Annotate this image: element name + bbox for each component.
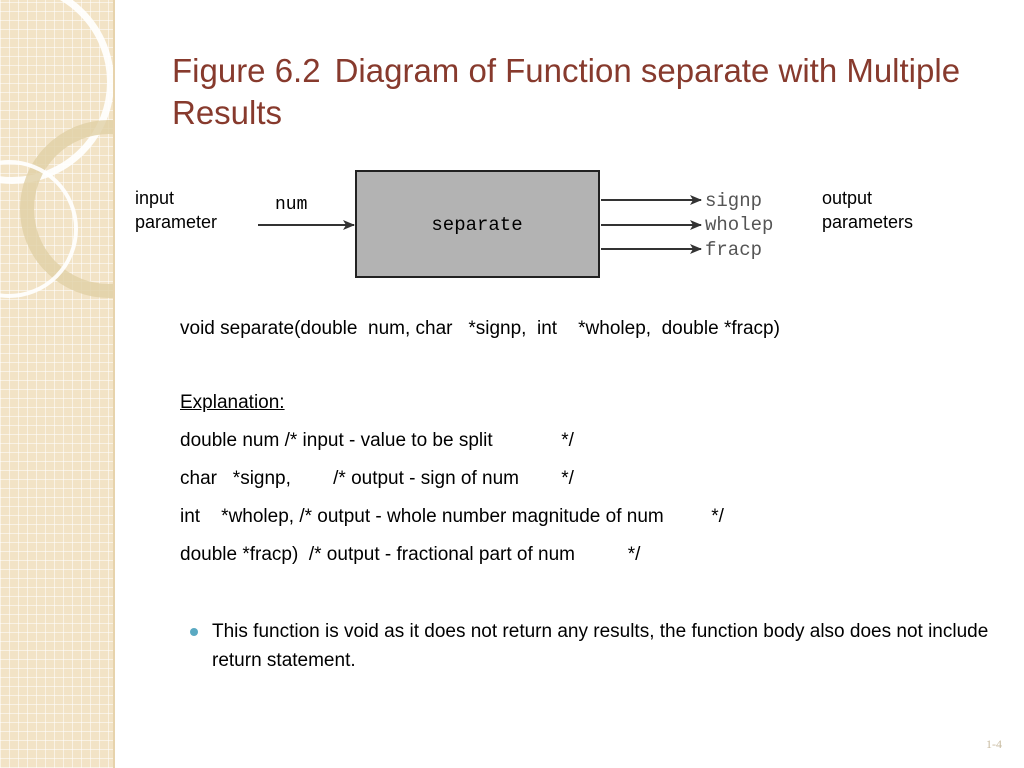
figure-number: Figure 6.2: [172, 52, 321, 89]
explanation-line: int *wholep, /* output - whole number ma…: [180, 506, 724, 527]
input-param-name: num: [275, 195, 307, 215]
input-label-line2: parameter: [135, 212, 217, 232]
figure-title-text: Diagram of Function separate with Multip…: [172, 52, 961, 131]
explanation-line: double num /* input - value to be split …: [180, 430, 574, 451]
explanation-heading: Explanation:: [180, 392, 285, 413]
slide-number: 1-4: [986, 737, 1002, 751]
output-name-fracp: fracp: [705, 239, 762, 261]
decorative-sidebar: [0, 0, 115, 768]
function-box: [355, 170, 600, 278]
bullet-text: This function is void as it does not ret…: [212, 621, 989, 671]
output-label-line1: output: [822, 188, 872, 208]
output-label: output parameters: [822, 188, 913, 232]
output-name-wholep: wholep: [705, 214, 773, 236]
code-explanation: void separate(double num, char *signp, i…: [180, 314, 1000, 578]
input-label: input parameter: [135, 188, 217, 232]
bullet-icon: [190, 628, 198, 636]
function-diagram: input parameter num separate signp whole…: [135, 170, 913, 278]
input-label-line1: input: [135, 188, 174, 208]
explanation-line: char *signp, /* output - sign of num */: [180, 468, 574, 489]
explanation-line: double *fracp) /* output - fractional pa…: [180, 544, 641, 565]
bullet-point: This function is void as it does not ret…: [190, 617, 1000, 675]
output-name-signp: signp: [705, 190, 762, 212]
output-label-line2: parameters: [822, 212, 913, 232]
function-signature: void separate(double num, char *signp, i…: [180, 318, 780, 339]
function-box-label: separate: [431, 214, 522, 236]
spacer: [180, 352, 1000, 388]
